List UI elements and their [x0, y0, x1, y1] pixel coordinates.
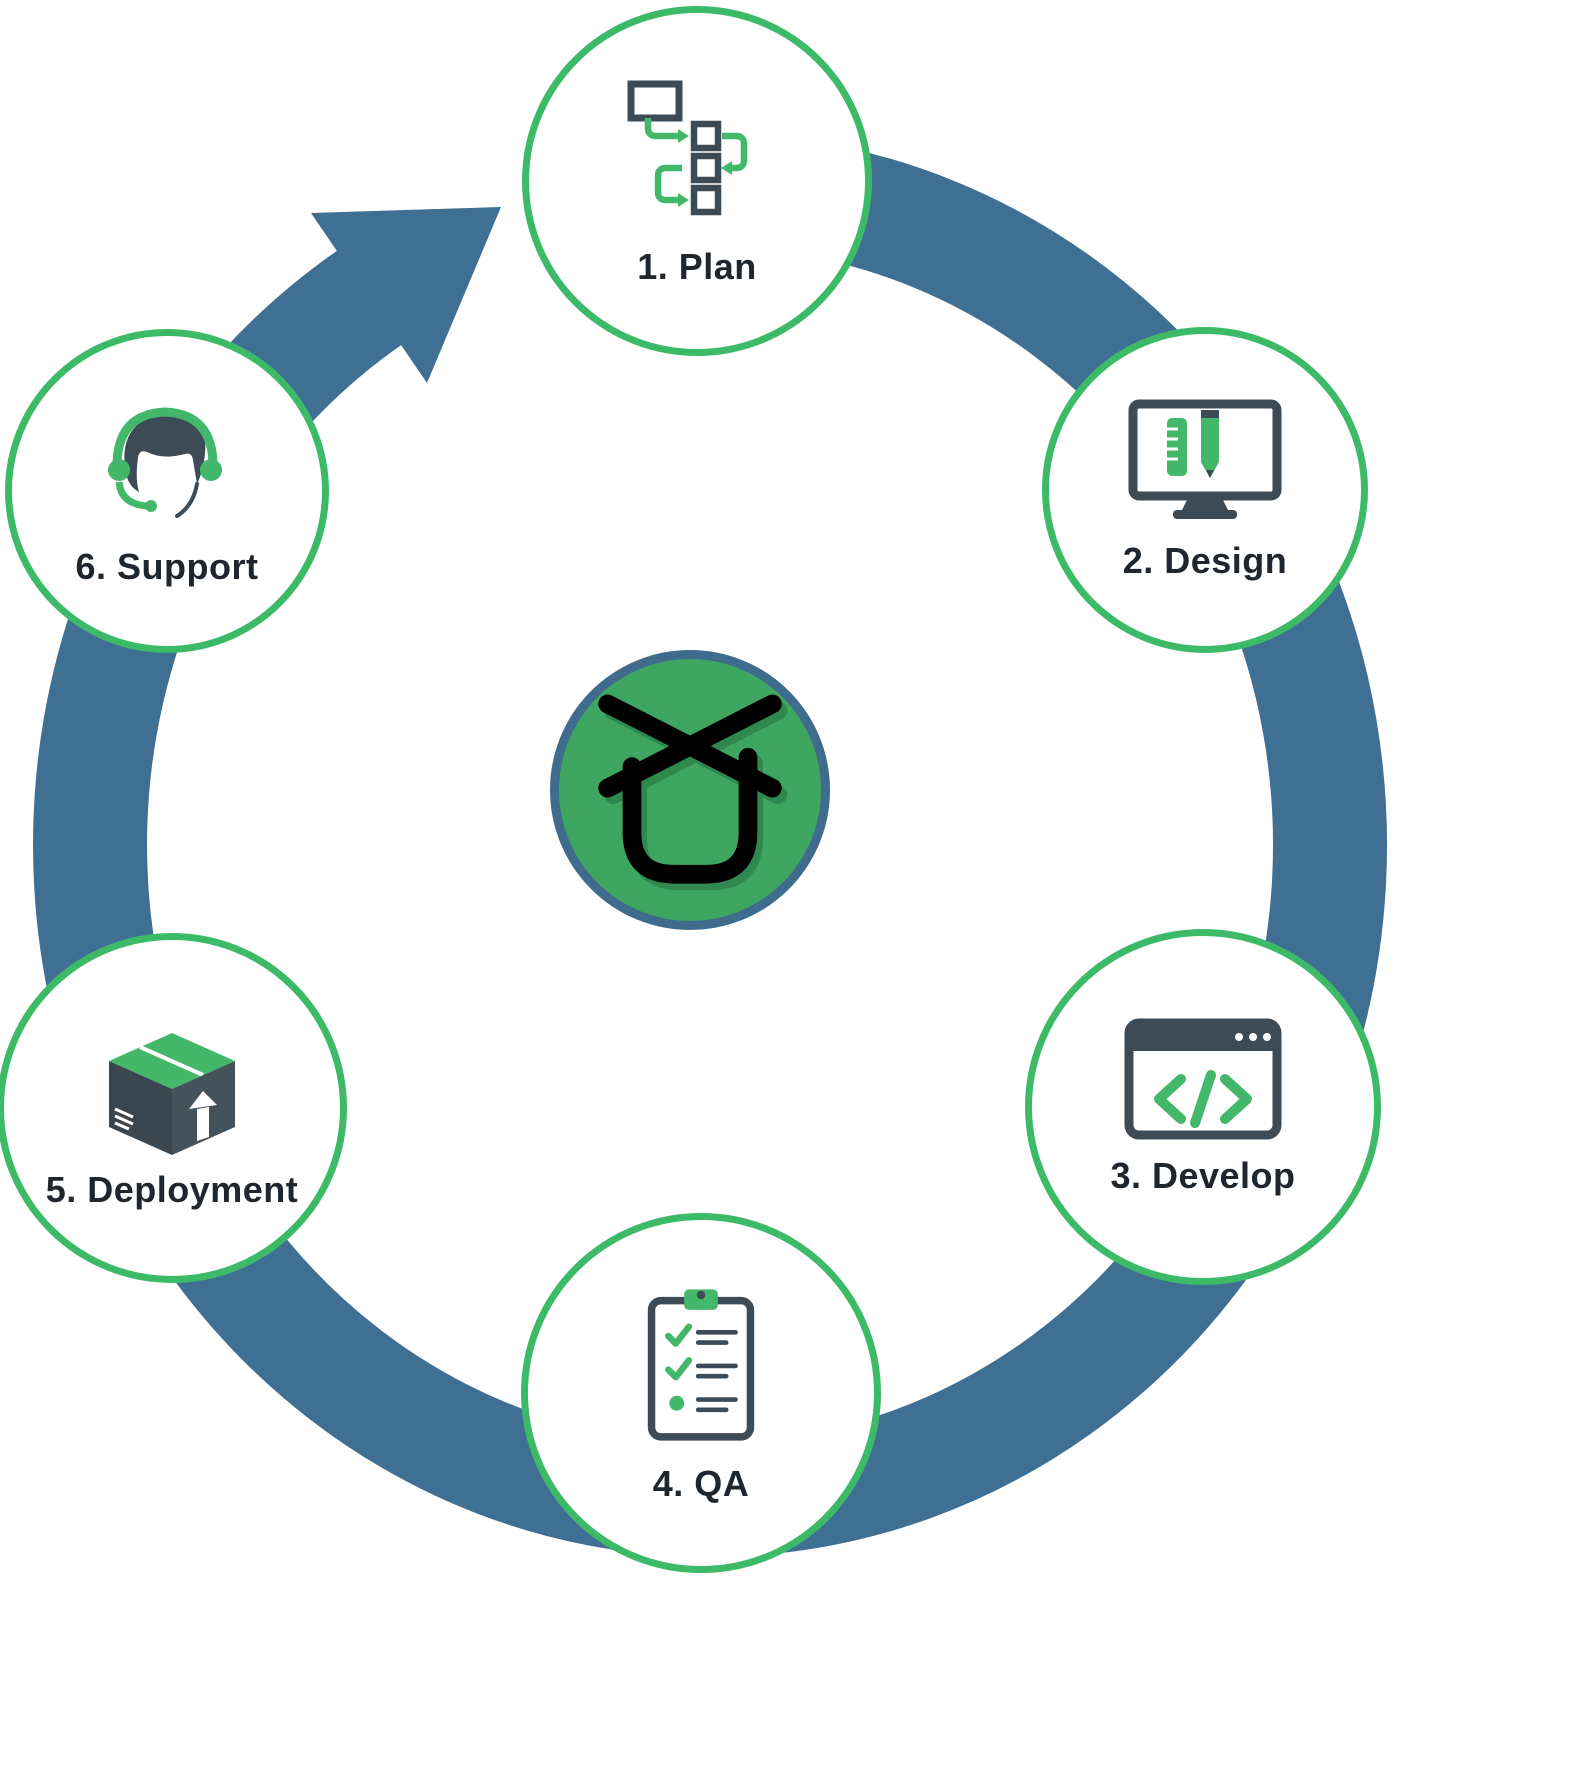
design-tools-icon: [1125, 398, 1285, 526]
headset-icon: [89, 394, 245, 532]
stage-design: 2. Design: [1042, 327, 1368, 653]
stage-support: 6. Support: [5, 329, 329, 653]
stage-support-label: 6. Support: [75, 546, 259, 587]
cycle-arrow-head: [311, 207, 501, 383]
code-browser-icon: [1123, 1017, 1283, 1141]
stage-qa-label: 4. QA: [652, 1463, 750, 1504]
stage-develop-label: 3. Develop: [1110, 1155, 1296, 1196]
stage-plan-label: 1. Plan: [637, 246, 757, 287]
stage-deployment: 5. Deployment: [0, 933, 347, 1283]
center-logo: [550, 650, 830, 930]
stage-deployment-label: 5. Deployment: [45, 1169, 299, 1210]
stage-qa: 4. QA: [521, 1213, 881, 1573]
flowchart-icon: [622, 74, 772, 232]
stage-develop: 3. Develop: [1025, 929, 1381, 1285]
package-icon: [89, 1005, 255, 1155]
stage-design-label: 2. Design: [1122, 540, 1288, 581]
qa-checklist-icon: [631, 1281, 771, 1449]
stage-plan: 1. Plan: [522, 6, 872, 356]
ux-monogram-icon: [598, 694, 788, 891]
